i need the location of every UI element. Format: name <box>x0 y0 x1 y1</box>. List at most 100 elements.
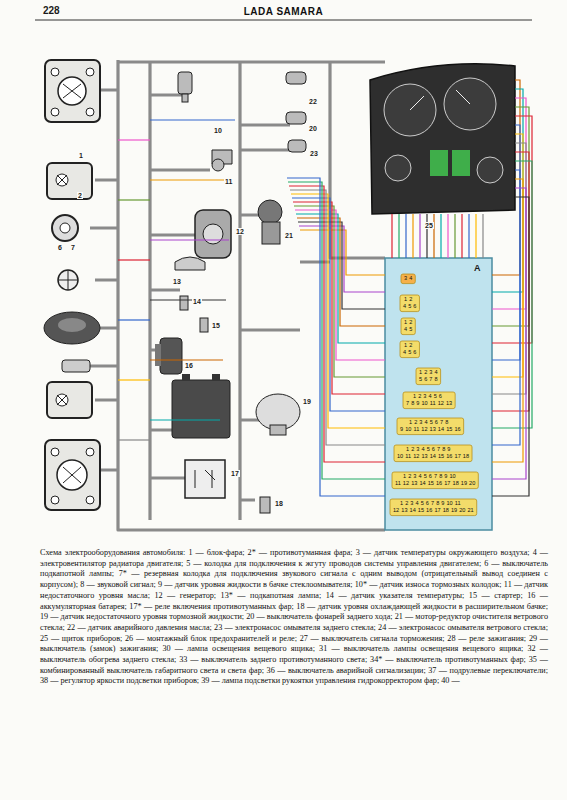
wire <box>291 194 385 428</box>
pin-numbers: 1 2 <box>404 320 412 326</box>
page-number: 228 <box>42 6 61 16</box>
wire <box>492 188 526 479</box>
callout-number: 2 <box>77 192 83 199</box>
horn <box>52 215 78 241</box>
wire <box>492 170 520 445</box>
temp-sensor <box>180 296 208 332</box>
pin-numbers: 4 5 6 <box>403 350 416 356</box>
callout-number: 10 <box>213 127 223 134</box>
wire <box>150 299 226 300</box>
wire <box>150 179 232 180</box>
pin-numbers: 1 2 3 4 5 6 7 8 9 <box>406 447 450 453</box>
wire <box>297 218 385 326</box>
wire <box>433 214 434 258</box>
wire <box>287 178 385 496</box>
wire <box>391 214 392 258</box>
pin-numbers: 4 5 6 <box>403 304 416 310</box>
connector-frame <box>416 368 441 385</box>
headlamp-top <box>45 60 100 122</box>
wire <box>295 210 385 360</box>
fan <box>58 270 78 290</box>
wire <box>293 202 385 394</box>
sensors-top <box>178 72 306 171</box>
battery <box>172 374 230 438</box>
wire <box>118 379 150 380</box>
callout-number: 18 <box>274 500 284 507</box>
pin-numbers: 1 2 <box>404 297 412 303</box>
coolant-sensor <box>260 497 270 513</box>
pin-numbers: 11 12 13 14 15 16 17 18 19 20 <box>395 481 475 487</box>
wire <box>118 139 150 140</box>
connector-frame <box>401 274 415 284</box>
wire <box>118 199 150 200</box>
pin-numbers: 1 2 3 4 5 6 7 8 9 10 11 <box>400 501 461 507</box>
wire <box>290 190 385 445</box>
instrument-cluster <box>370 64 515 214</box>
connector-frame <box>397 418 464 435</box>
wire <box>412 214 413 258</box>
wire <box>150 419 220 420</box>
wire <box>492 143 526 394</box>
brake-fluid-sensor <box>256 394 300 435</box>
pin-numbers: 4 5 <box>404 327 412 333</box>
wire <box>292 198 385 411</box>
connector-frame <box>390 499 477 516</box>
colored-wires <box>118 80 532 496</box>
pin-numbers: 10 11 12 13 14 15 16 17 18 <box>397 454 469 460</box>
pin-numbers: 12 13 14 15 16 17 18 19 20 21 <box>393 508 474 514</box>
callout-number: 15 <box>211 322 221 329</box>
relay <box>185 460 225 498</box>
wire <box>118 439 150 440</box>
page-title: LADA SAMARA <box>0 6 567 17</box>
alternator <box>195 210 231 258</box>
callout-number: 19 <box>302 398 312 405</box>
wire <box>461 214 462 258</box>
pin-numbers: 9 10 11 12 13 14 15 16 <box>400 427 461 433</box>
fog-lamp-top <box>47 163 92 199</box>
wire <box>426 214 427 258</box>
wire-harness <box>90 60 385 530</box>
pin-numbers: 5 6 7 8 <box>419 377 438 383</box>
wire <box>482 214 483 258</box>
connector-frame <box>400 295 419 312</box>
washer-pump <box>44 312 100 344</box>
callout-number: 22 <box>308 98 318 105</box>
callout-number: 6 <box>57 244 63 251</box>
wire <box>492 179 523 462</box>
wire <box>288 182 385 479</box>
wire <box>468 214 469 258</box>
wire <box>492 89 523 292</box>
callout-number: 14 <box>192 298 202 305</box>
wire <box>294 206 385 377</box>
wire <box>118 259 150 260</box>
wire <box>118 319 150 320</box>
pin-numbers: 7 8 9 10 11 12 13 <box>406 401 452 407</box>
wire <box>454 214 455 258</box>
callout-number: 11 <box>224 178 233 185</box>
air-temp-sensor <box>62 360 90 372</box>
callout-number: 25 <box>424 222 434 229</box>
connector-frame <box>401 318 415 335</box>
connector-frame <box>403 392 455 409</box>
wiper-motor <box>258 200 282 244</box>
wire <box>447 214 448 258</box>
callout-number: 1 <box>78 152 84 159</box>
wire <box>419 214 420 258</box>
wire <box>492 197 529 496</box>
callout-number: 13 <box>172 278 182 285</box>
pin-numbers: 1 2 3 4 5 6 7 8 <box>409 420 448 426</box>
fuse-block <box>385 258 492 530</box>
starter <box>155 338 182 374</box>
pin-numbers: 1 2 3 4 <box>419 370 438 376</box>
wire <box>492 125 520 360</box>
pin-numbers: 1 2 <box>404 343 412 349</box>
callout-number: 17 <box>230 470 240 477</box>
callout-number: 7 <box>70 244 76 251</box>
wire <box>492 80 520 275</box>
caption: Схема электрооборудования автомобиля: 1 … <box>40 548 548 687</box>
pin-numbers: 1 2 3 4 5 6 <box>413 394 442 400</box>
connector-frame <box>392 472 478 489</box>
wire <box>289 186 385 462</box>
connector-frames <box>390 274 478 516</box>
